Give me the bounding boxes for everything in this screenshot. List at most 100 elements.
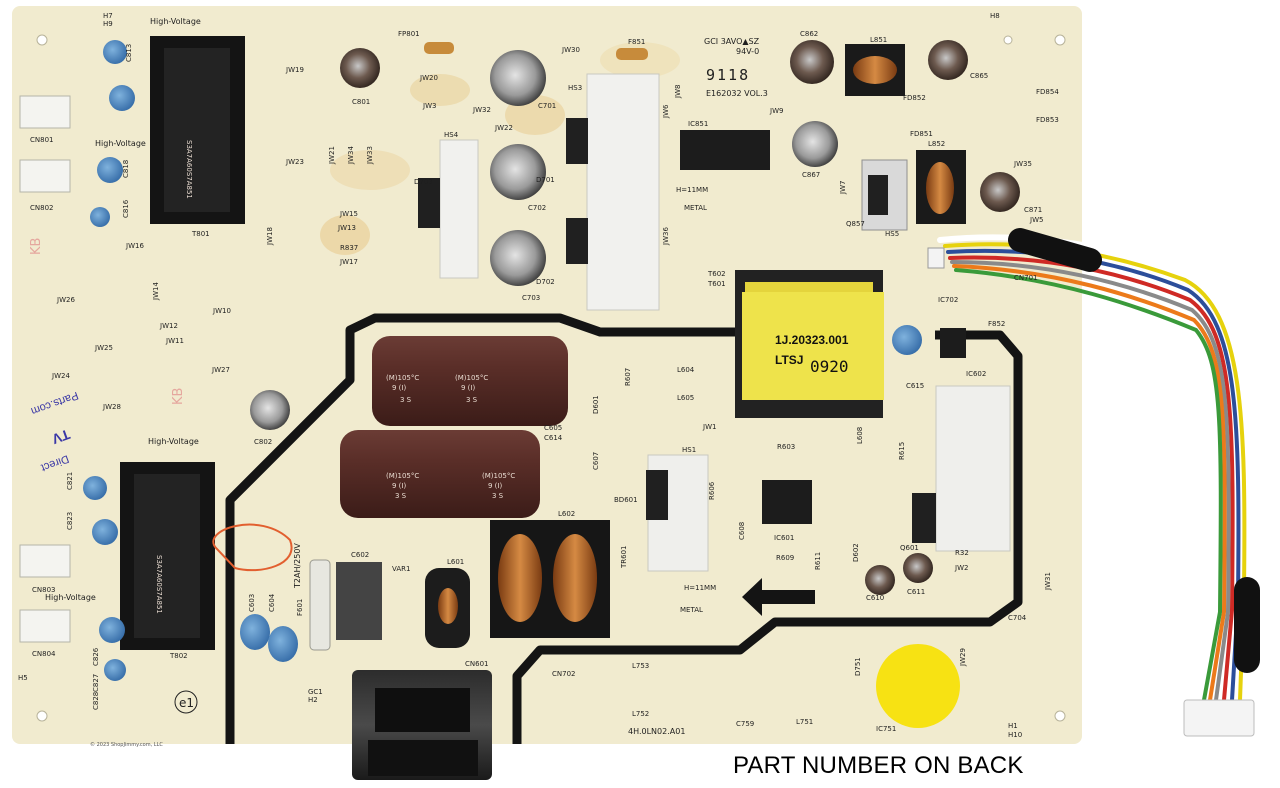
ref-jw16: JW16 [125,242,144,250]
ref-jw33: JW33 [366,146,374,165]
ref-jw2: JW2 [954,564,968,572]
fuse-area [212,42,648,651]
kb-mark-2: KB [171,388,186,405]
ref-c801: C801 [352,98,370,106]
ref-hs1: HS1 [682,446,696,454]
transformer-lot: 0920 [810,357,849,376]
ref-gc1: GC1 [308,688,323,696]
silkscreen-markings: GCI 3AVO▲SZ 94V-0 9118 E162032 VOL.3 4H.… [18,12,1059,748]
ref-c704: C704 [1008,614,1027,622]
ref-jw8: JW8 [674,85,682,99]
transformer-vendor: LTSJ [775,353,803,367]
cap-series-mark: 9 (I) [392,384,406,392]
ref-ic602: IC602 [966,370,986,378]
ref-c867: C867 [802,171,820,179]
ref-h10: H10 [1008,731,1022,739]
ref-c828: C828 [92,692,100,710]
ref-l608: L608 [856,427,864,444]
ref-c871: C871 [1024,206,1042,214]
ref-c702: C702 [528,204,546,212]
ref-l851: L851 [870,36,887,44]
ref-jw32: JW32 [472,106,491,114]
ref-c615: C615 [906,382,924,390]
ref-fd852: FD852 [903,94,926,102]
ref-jw5: JW5 [1029,216,1043,224]
ref-c865: C865 [970,72,988,80]
main-transformer [735,270,884,418]
ref-ic751: IC751 [876,725,896,733]
ref-jw36: JW36 [662,227,670,246]
metal-height-mark-2: H=11MM [684,584,716,592]
ref-r32: R32 [955,549,969,557]
heatsinks [439,73,1011,572]
ref-ic702: IC702 [938,296,958,304]
ref-jw9: JW9 [769,107,783,115]
ref-c802: C802 [254,438,272,446]
ref-c608: C608 [738,522,746,540]
ref-c611: C611 [907,588,925,596]
ref-cn601: CN601 [465,660,489,668]
ref-c821: C821 [66,472,74,490]
ref-c826: C826 [92,647,100,666]
ref-l751: L751 [796,718,813,726]
white-connectors [19,95,71,643]
ref-cn702: CN702 [552,670,576,678]
ref-cn802: CN802 [30,204,54,212]
fuse-rating: T2AH/250V [293,543,302,589]
cap-temp-mark-3: (M)105°C [386,472,419,480]
ref-h5: H5 [18,674,28,682]
ref-d701: D701 [536,176,555,184]
ref-jw27: JW27 [211,366,230,374]
ref-h1: H1 [1008,722,1018,730]
cap-lot-mark: 3 S [400,396,412,404]
ref-jw29: JW29 [959,648,967,667]
hv-warning-3: High-Voltage [148,437,199,446]
transformer-t802: S3A7A60S7A851 [120,462,215,650]
ic-chips [680,130,966,524]
to220-transistors [418,118,936,543]
flammability-mark: 94V-0 [736,47,759,56]
ref-jw35: JW35 [1013,160,1032,168]
ref-hs5: HS5 [885,230,899,238]
model-code: 4H.0LN02.A01 [628,727,685,736]
ref-jw21: JW21 [328,146,336,165]
ref-cn701: CN701 [1014,274,1038,282]
ref-c602: C602 [351,551,369,559]
svg-text:S3A7A60S7A851: S3A7A60S7A851 [155,555,163,614]
ref-jw18: JW18 [266,227,274,246]
ref-cn801: CN801 [30,136,54,144]
ref-c610: C610 [866,594,884,602]
arrow-icon [742,578,815,616]
ref-c816: C816 [122,199,130,218]
ref-r615: R615 [898,442,906,460]
ac-inlet [352,670,492,780]
ref-r837: R837 [340,244,358,252]
ref-ic851: IC851 [688,120,708,128]
ref-c823: C823 [66,512,74,530]
ref-bd601: BD601 [614,496,638,504]
cap-lot-mark-3: 3 S [395,492,407,500]
cap-lot-mark-2: 3 S [466,396,478,404]
blue-capacitors [83,40,922,681]
ref-f601: F601 [296,599,304,616]
ref-h7: H7 [103,12,113,20]
metal-height-mark: H=11MM [676,186,708,194]
ref-fd854: FD854 [1036,88,1059,96]
ref-c759: C759 [736,720,754,728]
hv-warning-4: High-Voltage [45,593,96,602]
cap-series-mark-4: 9 (I) [488,482,502,490]
ref-d602: D602 [852,543,860,562]
ref-r607: R607 [624,368,632,386]
ref-l753: L753 [632,662,649,670]
ref-r609: R609 [776,554,794,562]
cap-temp-mark-4: (M)105°C [482,472,515,480]
hv-warning-2: High-Voltage [95,139,146,148]
ref-jw10: JW10 [212,307,231,315]
ref-d702: D702 [536,278,555,286]
ref-c813: C813 [125,44,133,62]
ref-h2: H2 [308,696,318,704]
cap-series-mark-3: 9 (I) [392,482,406,490]
ref-jw13: JW13 [337,224,356,232]
ref-tr601: TR601 [620,545,628,569]
cap-lot-mark-4: 3 S [492,492,504,500]
